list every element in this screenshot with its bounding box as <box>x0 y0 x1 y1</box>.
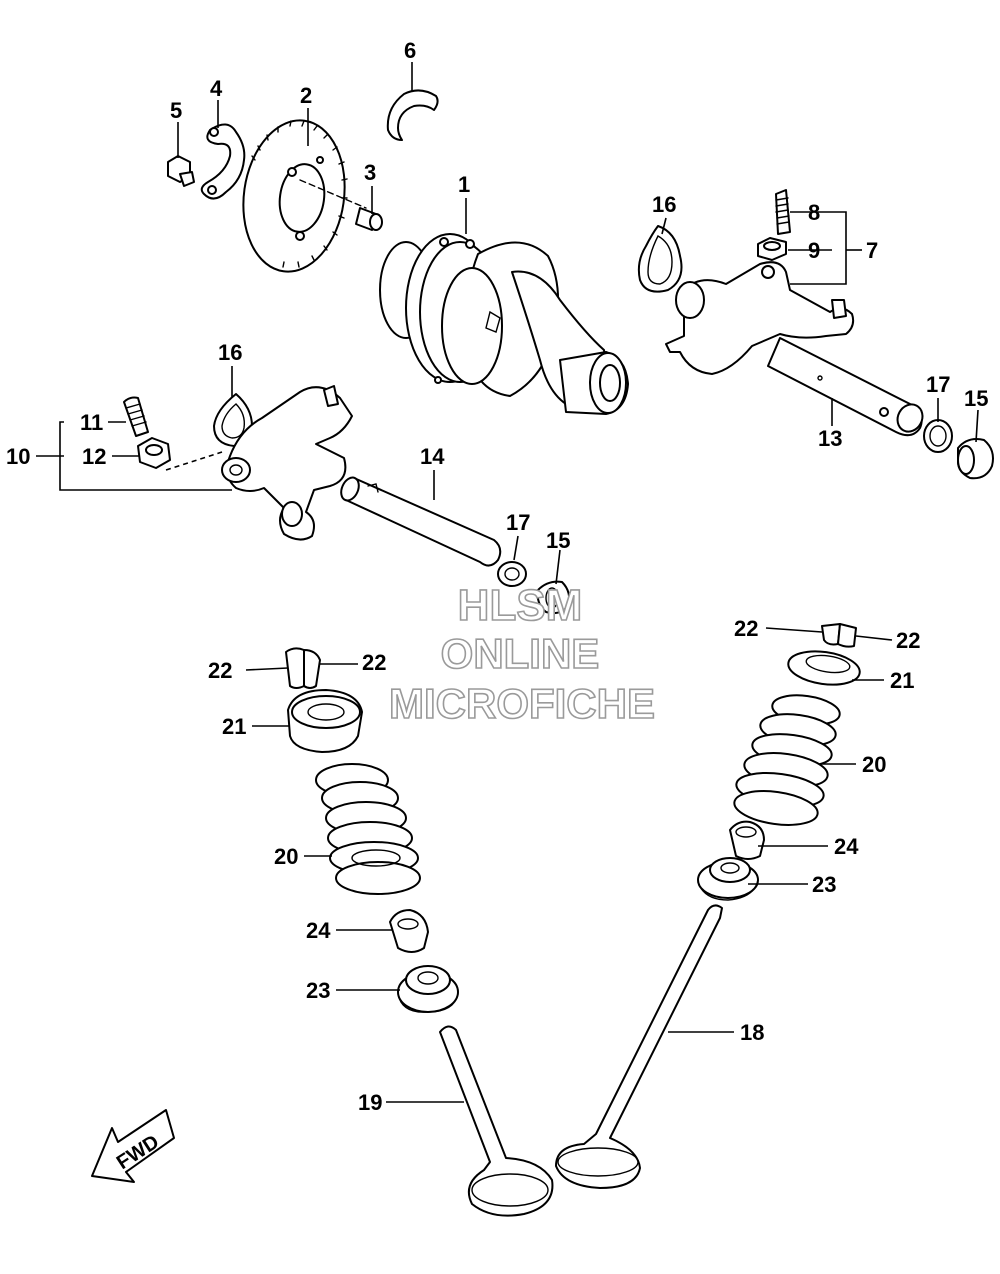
callout-19: 19 <box>358 1090 382 1115</box>
part-12-lock-nut[interactable] <box>137 437 171 469</box>
part-5-bolt[interactable] <box>167 155 195 187</box>
part-2-cam-sprocket[interactable] <box>234 114 354 278</box>
part-24-valve-stem-seal-right[interactable] <box>729 820 765 860</box>
part-18-valve-right[interactable] <box>555 904 723 1189</box>
part-6-half-ring[interactable] <box>386 89 439 141</box>
callout-23-right: 23 <box>812 872 836 897</box>
part-10-rocker-arm[interactable] <box>221 385 353 541</box>
callout-16-right: 16 <box>652 192 676 217</box>
part-20-valve-spring-right[interactable] <box>732 691 841 829</box>
callout-22-left-b: 22 <box>362 650 386 675</box>
callout-20-right: 20 <box>862 752 886 777</box>
part-15-cap-left[interactable] <box>536 580 571 615</box>
part-4-retainer-plate[interactable] <box>200 123 246 200</box>
watermark-line-2: ONLINE <box>441 630 600 677</box>
callout-21-left: 21 <box>222 714 246 739</box>
callout-labels: 1 2 3 4 5 6 7 8 9 10 11 12 13 14 15 15 1… <box>6 38 988 1115</box>
callout-22-left-a: 22 <box>208 658 232 683</box>
callout-21-right: 21 <box>890 668 914 693</box>
part-11-adjusting-screw[interactable] <box>123 396 149 437</box>
callout-11: 11 <box>80 410 103 435</box>
part-3-dowel-pin[interactable] <box>299 179 383 231</box>
part-7-rocker-arm[interactable] <box>665 261 855 375</box>
callout-24-left: 24 <box>306 918 331 943</box>
callout-16-left: 16 <box>218 340 242 365</box>
callout-2: 2 <box>300 83 312 108</box>
callout-22-right-b: 22 <box>896 628 920 653</box>
callout-7: 7 <box>866 238 878 263</box>
callout-22-right-a: 22 <box>734 616 758 641</box>
leader-lines <box>36 62 979 1103</box>
callout-5: 5 <box>170 98 182 123</box>
part-23-valve-spring-seat-left[interactable] <box>397 965 459 1013</box>
callout-13: 13 <box>818 426 842 451</box>
callout-3: 3 <box>364 160 376 185</box>
callout-10: 10 <box>6 444 30 469</box>
callout-17-right: 17 <box>926 372 950 397</box>
callout-6: 6 <box>404 38 416 63</box>
part-16-o-ring-right[interactable] <box>637 225 683 293</box>
callout-12: 12 <box>82 444 106 469</box>
callout-14: 14 <box>420 444 445 469</box>
callout-20-left: 20 <box>274 844 298 869</box>
callout-24-right: 24 <box>834 834 859 859</box>
callout-18: 18 <box>740 1020 764 1045</box>
part-1-camshaft[interactable] <box>379 233 629 415</box>
part-21-spring-retainer-left[interactable] <box>287 689 363 753</box>
part-17-o-ring-right[interactable] <box>923 419 953 453</box>
part-13-rocker-shaft[interactable] <box>767 337 927 437</box>
callout-4: 4 <box>210 76 223 101</box>
watermark-line-3: MICROFICHE <box>389 680 655 727</box>
part-22-valve-cotters-right[interactable] <box>821 623 857 648</box>
watermark-line-1: HLSM <box>458 581 583 630</box>
watermark: HLSM ONLINE MICROFICHE <box>388 580 656 728</box>
callout-17-left: 17 <box>506 510 530 535</box>
part-21-spring-retainer-right[interactable] <box>786 647 862 689</box>
callout-8: 8 <box>808 200 820 225</box>
part-24-valve-stem-seal-left[interactable] <box>389 909 429 953</box>
callout-15-left: 15 <box>546 528 570 553</box>
callout-9: 9 <box>808 238 820 263</box>
callout-1: 1 <box>458 172 470 197</box>
part-22-valve-cotters-left[interactable] <box>285 647 321 689</box>
assembly-guide-line <box>165 451 223 471</box>
part-17-o-ring-left[interactable] <box>497 561 527 587</box>
part-8-adjusting-screw[interactable] <box>775 189 791 235</box>
callout-15-right: 15 <box>964 386 988 411</box>
part-20-valve-spring-left[interactable] <box>315 763 421 895</box>
part-15-cap-right[interactable] <box>957 438 994 480</box>
part-14-rocker-shaft[interactable] <box>338 475 502 567</box>
part-19-valve-left[interactable] <box>439 1025 554 1217</box>
part-9-lock-nut[interactable] <box>757 237 787 261</box>
part-23-valve-spring-seat-right[interactable] <box>697 857 759 901</box>
fwd-direction-arrow: FWD <box>91 1109 175 1183</box>
callout-23-left: 23 <box>306 978 330 1003</box>
